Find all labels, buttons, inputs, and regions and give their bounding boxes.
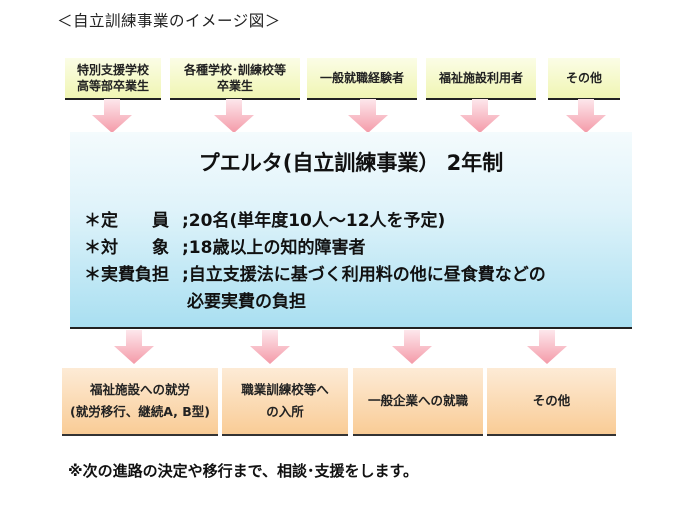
destination-label-line2: の入所: [266, 404, 304, 419]
source-label: その他: [565, 71, 602, 85]
down-arrow-icon: [114, 330, 154, 364]
destination-box-other: その他: [487, 368, 616, 436]
source-label-line2: 高等部卒業生: [76, 79, 149, 93]
source-box-other: その他: [548, 58, 620, 100]
info-row-cost: ＊実費負担 ;自立支援法に基づく利用料の他に昼食費などの: [84, 260, 546, 285]
info-value: ;20名(単年度10人～12人を予定): [182, 211, 446, 231]
footer-note: ※次の進路の決定や移行まで、相談･支援をします。: [68, 462, 418, 480]
down-arrow-icon: [214, 99, 254, 133]
info-value-continued: 必要実費の負担: [187, 292, 306, 312]
source-box-employment-experienced: 一般就職経験者: [307, 58, 417, 100]
down-arrow-icon: [566, 99, 606, 133]
destination-label: その他: [532, 393, 571, 408]
source-box-special-school: 特別支援学校高等部卒業生: [65, 58, 161, 100]
source-label-line2: 卒業生: [216, 79, 253, 93]
destination-box-welfare-employment: 福祉施設への就労 (就労移行、継続A, B型): [62, 368, 218, 436]
destination-box-vocational-training: 職業訓練校等への入所: [222, 368, 348, 436]
down-arrow-icon: [348, 99, 388, 133]
info-label: ＊定 員: [84, 211, 169, 231]
down-arrow-icon: [460, 99, 500, 133]
destination-label: 一般企業への就職: [367, 393, 468, 408]
destination-box-general-employment: 一般企業への就職: [353, 368, 483, 436]
down-arrow-icon: [92, 99, 132, 133]
info-value: ;18歳以上の知的障害者: [182, 238, 366, 258]
destination-label-line1: 福祉施設への就労: [89, 382, 190, 397]
info-row-cost-continued: 必要実費の負担: [187, 287, 306, 312]
down-arrow-icon: [392, 330, 432, 364]
down-arrow-icon: [527, 330, 567, 364]
source-label: 福祉施設利用者: [438, 71, 523, 85]
info-value: ;自立支援法に基づく利用料の他に昼食費などの: [182, 265, 546, 285]
info-label: ＊対 象: [84, 238, 169, 258]
source-label-line1: 特別支援学校: [76, 63, 149, 77]
diagram-title: ＜自立訓練事業のイメージ図＞: [57, 12, 281, 30]
source-label: 一般就職経験者: [319, 71, 404, 85]
info-row-target: ＊対 象 ;18歳以上の知的障害者: [84, 233, 365, 258]
destination-label-line2: (就労移行、継続A, B型): [70, 404, 210, 419]
info-row-capacity: ＊定 員 ;20名(単年度10人～12人を予定): [84, 206, 445, 231]
main-program-box: プエルタ(自立訓練事業） 2年制 ＊定 員 ;20名(単年度10人～12人を予定…: [70, 132, 632, 329]
source-label-line1: 各種学校･訓練校等: [183, 63, 286, 77]
source-box-welfare-facility-users: 福祉施設利用者: [426, 58, 536, 100]
destination-label-line1: 職業訓練校等へ: [241, 382, 329, 397]
info-label: ＊実費負担: [84, 265, 169, 285]
source-box-vocational-school: 各種学校･訓練校等卒業生: [170, 58, 300, 100]
down-arrow-icon: [250, 330, 290, 364]
program-title: プエルタ(自立訓練事業） 2年制: [198, 151, 504, 175]
